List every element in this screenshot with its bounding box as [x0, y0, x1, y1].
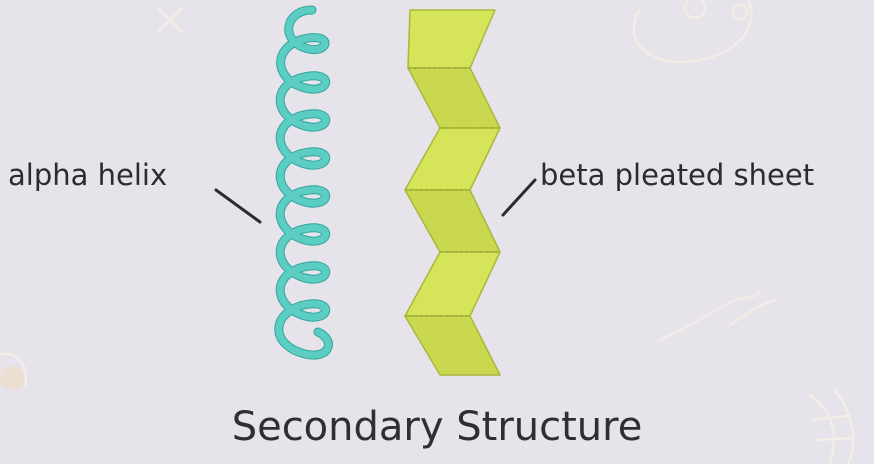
alpha-pointer-line	[216, 190, 260, 222]
corner-dot-icon	[0, 366, 24, 390]
sheet-panel-5	[405, 252, 500, 316]
alpha-helix-label: alpha helix	[8, 158, 167, 192]
sheet-panel-3	[405, 128, 500, 190]
sheet-panel-6	[405, 316, 500, 375]
sheet-panel-4	[405, 190, 500, 252]
helix-coil-front	[279, 10, 329, 355]
molecule-circle-icon	[685, 0, 705, 18]
molecule-circle-small-icon	[733, 5, 747, 19]
squiggle-doodle-small-icon	[730, 300, 775, 325]
beta-sheet-illustration	[405, 10, 500, 375]
sheet-panel-2	[408, 68, 500, 128]
sheet-panel-1	[408, 10, 495, 68]
beta-pointer-line	[503, 180, 535, 215]
beta-sheet-label: beta pleated sheet	[540, 158, 814, 192]
x-doodle-icon	[158, 8, 182, 32]
alpha-helix-illustration	[279, 10, 329, 355]
diagram-title: Secondary Structure	[0, 404, 874, 450]
